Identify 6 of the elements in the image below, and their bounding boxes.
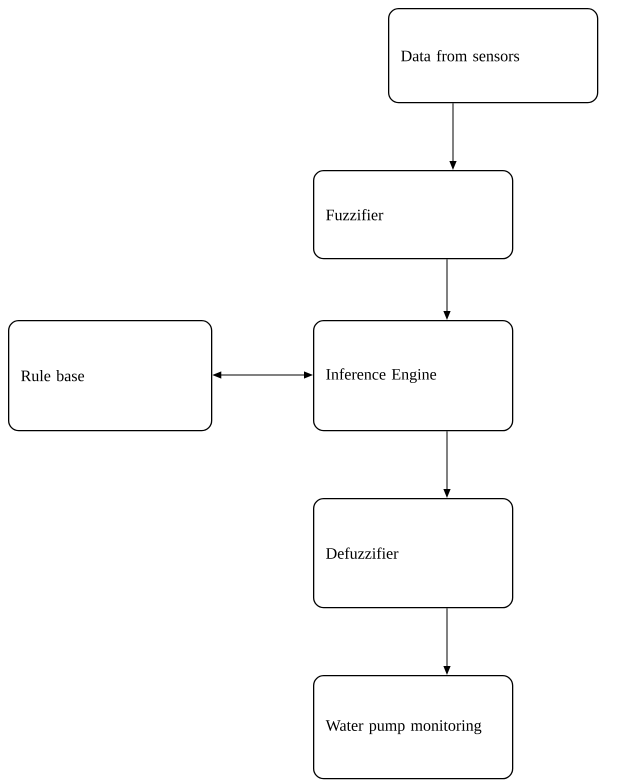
- process-box: Water pump monitoring: [313, 675, 514, 780]
- process-box: Inference Engine: [313, 320, 514, 432]
- process-box: Defuzzifier: [313, 498, 514, 608]
- process-box: Rule base: [8, 320, 212, 432]
- process-box: Data from sensors: [388, 8, 598, 104]
- process-box: Fuzzifier: [313, 170, 514, 260]
